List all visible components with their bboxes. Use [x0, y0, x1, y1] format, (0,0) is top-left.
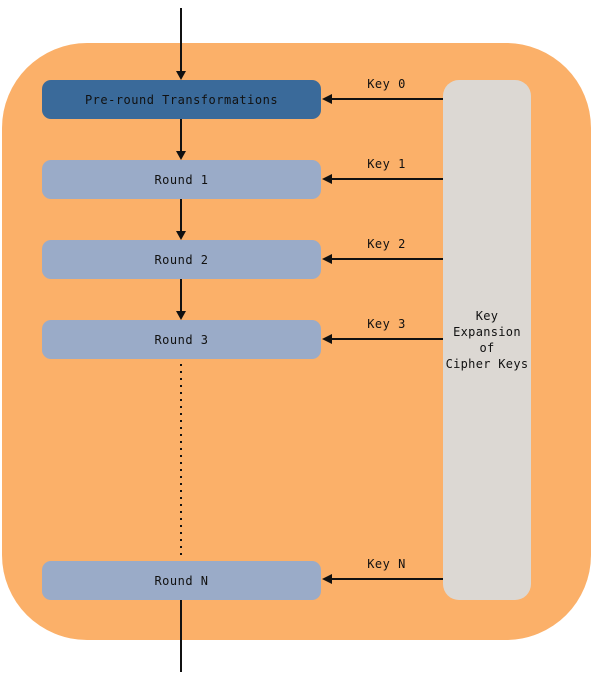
key-0-label: Key 0	[367, 77, 406, 91]
connector-line-1	[180, 119, 182, 151]
arrow-down-icon	[176, 311, 186, 320]
arrow-left-icon	[322, 334, 332, 344]
arrow-left-icon	[322, 174, 332, 184]
connector-line-3	[180, 279, 182, 311]
arrow-down-icon	[176, 151, 186, 160]
key-3-arrow-line	[330, 338, 443, 340]
arrow-left-icon	[322, 254, 332, 264]
arrow-left-icon	[322, 574, 332, 584]
output-flow-line	[180, 600, 182, 672]
key-expansion-text-line1: Key	[475, 309, 499, 323]
key-2-arrow-line	[330, 258, 443, 260]
arrow-down-icon	[176, 71, 186, 80]
key-n-arrow-line	[330, 578, 443, 580]
key-1-arrow-line	[330, 178, 443, 180]
arrow-left-icon	[322, 94, 332, 104]
box-round-1: Round 1	[42, 160, 321, 199]
arrow-down-icon	[176, 231, 186, 240]
key-expansion-panel: Key Expansion of Cipher Keys	[443, 80, 531, 600]
box-pre-round-transformations: Pre-round Transformations	[42, 80, 321, 119]
key-1-label: Key 1	[367, 157, 406, 171]
connector-line-2	[180, 199, 182, 231]
box-round-2: Round 2	[42, 240, 321, 279]
key-0-arrow-line	[330, 98, 443, 100]
key-n-label: Key N	[367, 557, 406, 571]
key-3-label: Key 3	[367, 317, 406, 331]
key-2-label: Key 2	[367, 237, 406, 251]
box-round-3: Round 3	[42, 320, 321, 359]
input-flow-line	[180, 8, 182, 71]
key-expansion-text-line2: Expansion of	[453, 325, 521, 355]
key-expansion-text-line3: Cipher Keys	[445, 357, 529, 371]
box-round-n: Round N	[42, 561, 321, 600]
ellipsis-dotted-line	[180, 364, 182, 556]
